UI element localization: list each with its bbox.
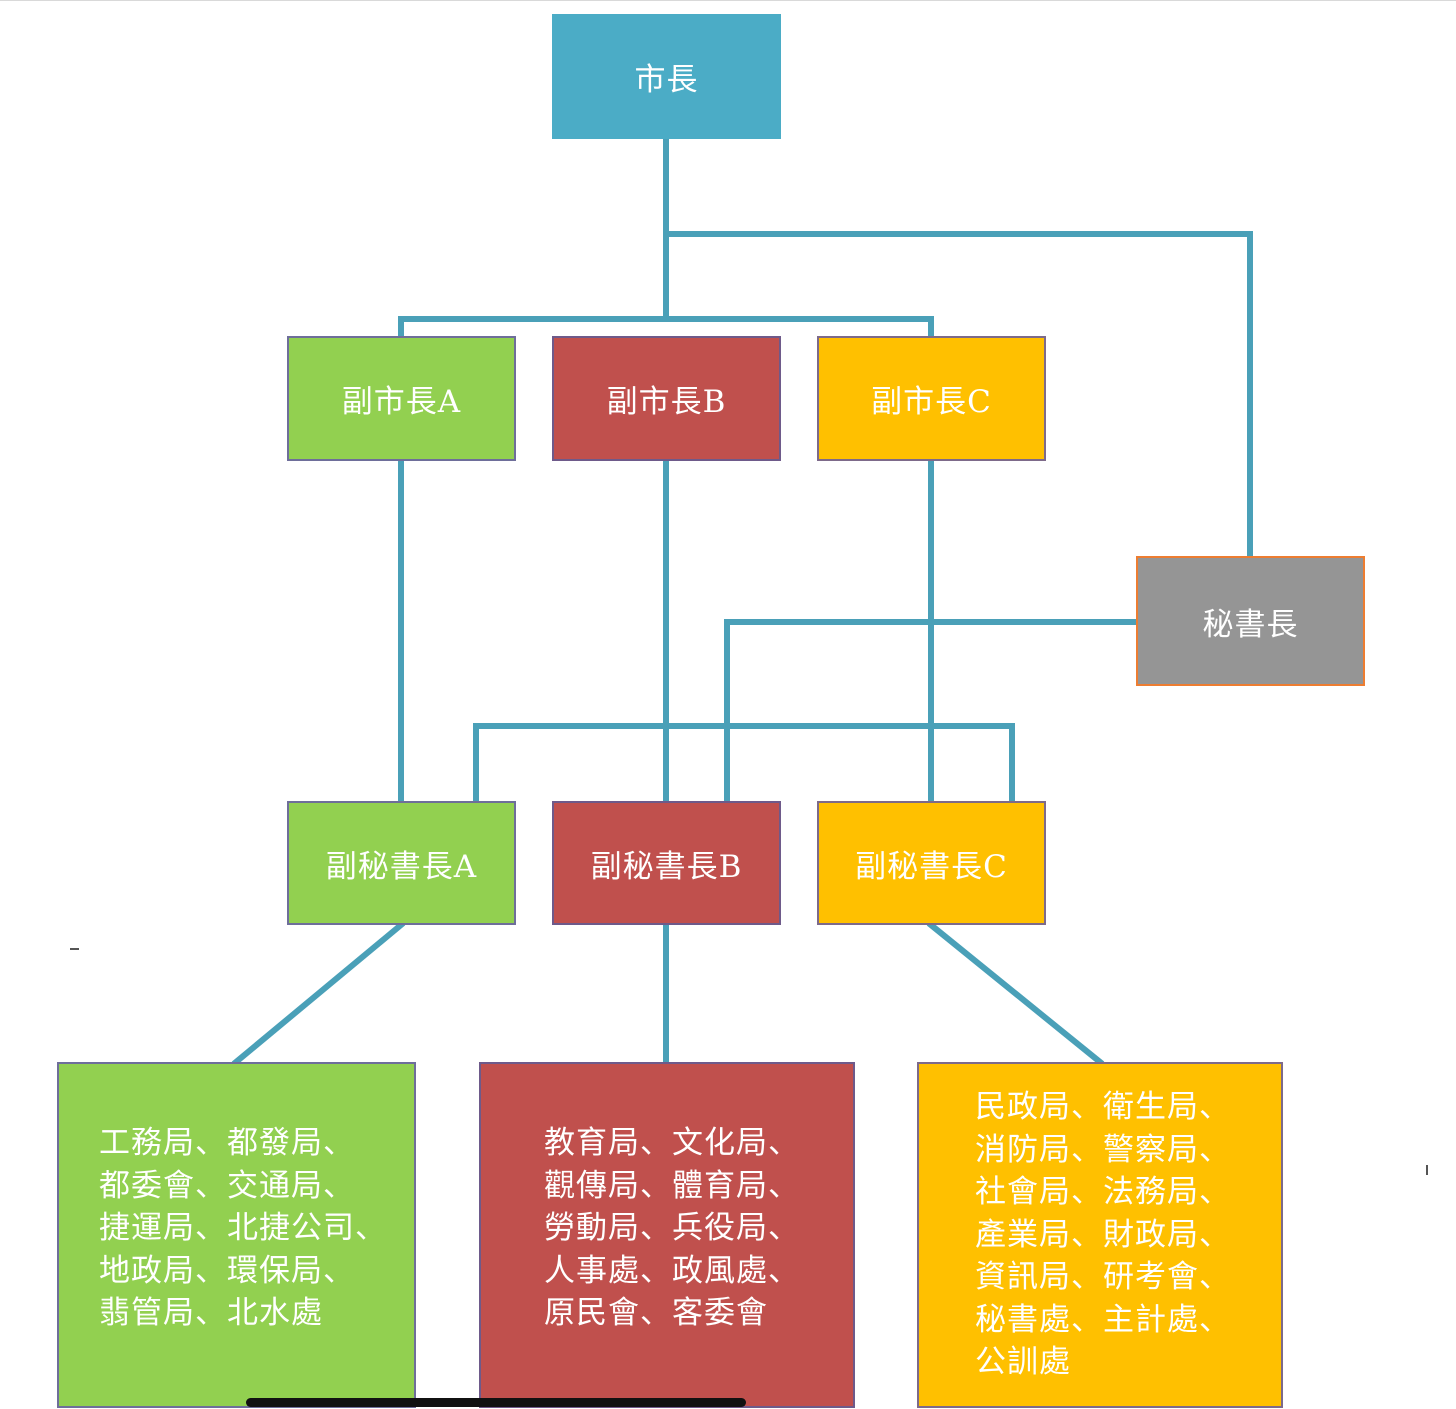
deputy-mayor-b-label: 副市長B <box>606 384 727 420</box>
unit-group-b-line: 原民會、客委會 <box>544 1295 768 1331</box>
unit-group-a-line: 翡管局、北水處 <box>99 1295 323 1331</box>
unit-group-b-box: 教育局、文化局、 觀傳局、體育局、 勞動局、兵役局、 人事處、政風處、 原民會、… <box>479 1062 855 1408</box>
unit-group-b-line: 觀傳局、體育局、 <box>544 1167 800 1204</box>
mayor-label: 市長 <box>634 62 699 98</box>
unit-group-c-line: 社會局、法務局、 <box>975 1174 1231 1210</box>
unit-group-b-line: 教育局、文化局、 <box>544 1125 800 1161</box>
deputy-mayor-a-box: 副市長A <box>287 336 516 461</box>
deputy-mayor-c-box: 副市長C <box>817 336 1046 461</box>
unit-group-a-line: 工務局、都發局、 <box>99 1125 355 1161</box>
deputy-secretary-b-box: 副秘書長B <box>552 801 781 925</box>
deputy-mayor-c-label: 副市長C <box>871 384 992 420</box>
deputy-mayor-a-label: 副市長A <box>341 384 462 420</box>
unit-group-c-line: 民政局、衛生局、 <box>975 1089 1231 1125</box>
unit-group-b-line: 人事處、政風處、 <box>544 1252 800 1289</box>
deputy-secretary-c-label: 副秘書長C <box>855 848 1008 885</box>
unit-group-b-line: 勞動局、兵役局、 <box>544 1210 800 1246</box>
deputy-secretary-b-label: 副秘書長B <box>590 848 743 885</box>
connector-deputy-secretary-bar <box>473 723 1015 804</box>
secretary-general-label: 秘書長 <box>1202 606 1299 643</box>
unit-group-c-line: 消防局、警察局、 <box>975 1131 1231 1168</box>
deputy-secretary-c-box: 副秘書長C <box>817 801 1046 925</box>
deputy-mayor-b-box: 副市長B <box>552 336 781 461</box>
connector-deputy-mayor-bar <box>398 316 934 339</box>
unit-group-a-line: 都委會、交通局、 <box>99 1167 355 1204</box>
mayor-box: 市長 <box>552 14 781 139</box>
connector-mayor-to-secretary <box>663 231 1253 559</box>
unit-group-c-line: 秘書處、主計處、 <box>975 1301 1231 1338</box>
home-indicator-bar[interactable] <box>246 1398 746 1407</box>
connector-to-group-c <box>926 920 1105 1067</box>
unit-group-a-box: 工務局、都發局、 都委會、交通局、 捷運局、北捷公司、 地政局、環保局、 翡管局… <box>57 1062 416 1408</box>
deputy-secretary-a-label: 副秘書長A <box>325 848 478 885</box>
unit-group-a-line: 地政局、環保局、 <box>99 1252 355 1289</box>
stray-dash-mark <box>70 948 79 950</box>
secretary-general-box: 秘書長 <box>1136 556 1365 686</box>
stray-tick-mark <box>1426 1165 1428 1175</box>
deputy-secretary-a-box: 副秘書長A <box>287 801 516 925</box>
unit-group-c-line: 資訊局、研考會、 <box>975 1259 1231 1295</box>
unit-group-a-line: 捷運局、北捷公司、 <box>99 1210 387 1246</box>
connector-to-group-a <box>231 920 406 1067</box>
unit-group-c-line: 產業局、財政局、 <box>975 1216 1231 1253</box>
connector-secretary-to-deputy-b <box>724 619 1140 804</box>
unit-group-c-box: 民政局、衛生局、 消防局、警察局、 社會局、法務局、 產業局、財政局、 資訊局、… <box>917 1062 1283 1408</box>
unit-group-c-line: 公訓處 <box>975 1344 1071 1380</box>
